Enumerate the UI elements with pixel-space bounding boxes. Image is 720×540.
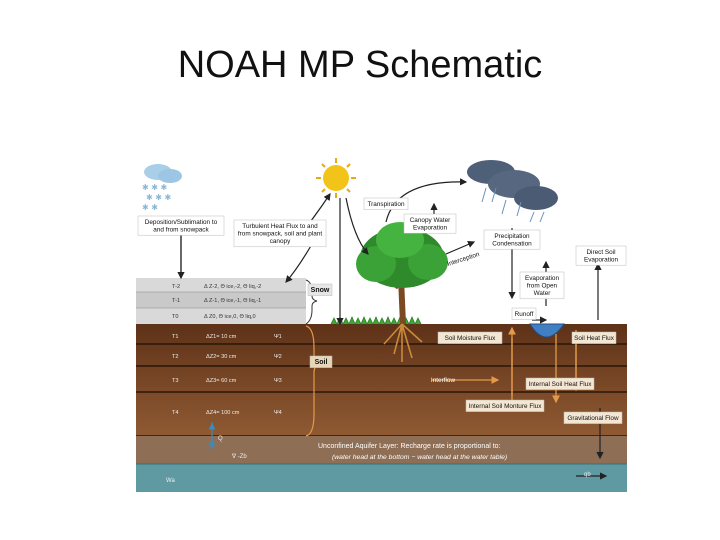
precipitation-label-text: Precipitation: [494, 233, 530, 240]
noah-mp-schematic: ✱ ✱ ✱✱ ✱ ✱✱ ✱: [136, 158, 627, 492]
direct-soil-evaporation-label-text: Evaporation: [584, 257, 619, 264]
aquifer-label: Unconfined Aquifer Layer: Recharge rate …: [318, 443, 501, 450]
soil-layer-potential: Ψ4: [274, 410, 282, 416]
recharge-q-label: Q: [218, 436, 223, 442]
canopy-evaporation-label-text: Evaporation: [413, 225, 448, 232]
turbulent-heat-label-text: canopy: [270, 238, 291, 245]
soil-heat-flux-label-text: Soil Heat Flux: [574, 335, 615, 342]
snow-layer-properties: Δ Z-1, Θ ice,-1, Θ liq,-1: [204, 298, 261, 304]
internal-soil-heat-flux-label-text: Internal Soil Heat Flux: [529, 381, 593, 388]
soil-layer-potential: Ψ1: [274, 334, 282, 340]
gravitational-flow-label-text: Gravitational Flow: [567, 415, 619, 422]
evaporation-open-water-label-text: from Open: [527, 283, 558, 290]
page-title: NOAH MP Schematic: [0, 44, 720, 87]
evaporation-open-water-label-text: Water: [534, 290, 552, 297]
internal-soil-heat-flux-label: Internal Soil Heat Flux: [526, 378, 594, 390]
precipitation-label-text: Condensation: [492, 241, 532, 248]
soil-layer-temperature: T1: [172, 334, 179, 340]
sun-icon: [316, 158, 356, 198]
deposition-label-text: and from snowpack: [153, 227, 209, 234]
aquifer-storage-label: Wa: [166, 478, 175, 484]
svg-text:✱ ✱ ✱: ✱ ✱ ✱: [142, 183, 167, 192]
transpiration-label-text: Transpiration: [367, 201, 405, 208]
snow-label: Snow: [308, 284, 332, 296]
evaporation-open-water-label-text: Evaporation: [525, 275, 560, 282]
soil-layer-temperature: T3: [172, 378, 179, 384]
interflow-label-text: Interflow: [431, 377, 456, 384]
groundwater: [136, 464, 627, 492]
runoff-label: Runoff: [512, 308, 536, 320]
svg-text:✱ ✱ ✱: ✱ ✱ ✱: [146, 193, 171, 202]
canopy-evaporation-label-text: Canopy Water: [410, 217, 451, 224]
water-table-depth-label: ∇ -Zb: [231, 453, 247, 460]
soil-layer-thickness: ΔZ3= 60 cm: [206, 378, 237, 384]
transpiration-label: Transpiration: [364, 198, 408, 210]
snow-layer-temperature: T-1: [172, 298, 180, 304]
svg-text:✱ ✱: ✱ ✱: [142, 203, 158, 212]
snow-label-text: Snow: [311, 287, 330, 294]
runoff-label-text: Runoff: [515, 311, 534, 318]
soil-layer-thickness: ΔZ1= 10 cm: [206, 334, 237, 340]
soil-layer-thickness: ΔZ4= 100 cm: [206, 410, 240, 416]
soil-label-text: Soil: [315, 359, 328, 366]
grass: [331, 317, 421, 324]
soil-layer-potential: Ψ3: [274, 378, 282, 384]
snow-layer-temperature: T-2: [172, 284, 180, 290]
storm-cloud-icon: [467, 160, 558, 222]
soil-layer-temperature: T2: [172, 354, 179, 360]
gravitational-flow-label: Gravitational Flow: [564, 412, 622, 424]
snow-cloud-icon: ✱ ✱ ✱✱ ✱ ✱✱ ✱: [142, 164, 182, 212]
soil-layer-temperature: T4: [172, 410, 179, 416]
interflow-label: Interflow: [431, 377, 456, 384]
turbulent-heat-label-text: from snowpack, soil and plant: [238, 231, 322, 238]
soil-moisture-flux-label: Soil Moisture Flux: [438, 332, 502, 344]
snow-layer-temperature: T0: [172, 314, 179, 320]
soil-layer-thickness: ΔZ2= 30 cm: [206, 354, 237, 360]
soil-heat-flux-label: Soil Heat Flux: [572, 332, 616, 344]
direct-soil-evaporation-label-text: Direct Soil: [586, 249, 615, 256]
turbulent-heat-label-text: Turbulent Heat Flux to and: [242, 223, 318, 230]
snow-layer-properties: Δ Z0, Θ ice,0, Θ liq,0: [204, 314, 256, 320]
deposition-label-text: Deposition/Sublimation to: [145, 219, 218, 226]
soil-layer-potential: Ψ2: [274, 354, 282, 360]
snow-layer-properties: Δ Z-2, Θ ice,-2, Θ liq,-2: [204, 284, 261, 290]
internal-soil-moisture-flux-label-text: Internal Soil Monture Flux: [469, 403, 543, 410]
soil-label: Soil: [310, 356, 332, 368]
internal-soil-moisture-flux-label: Internal Soil Monture Flux: [466, 400, 544, 412]
interception-label: Interception: [446, 251, 480, 268]
soil-moisture-flux-label-text: Soil Moisture Flux: [445, 335, 497, 342]
aquifer-equation: (water head at the bottom − water head a…: [332, 454, 507, 461]
base-flow-label: qb: [584, 472, 591, 478]
